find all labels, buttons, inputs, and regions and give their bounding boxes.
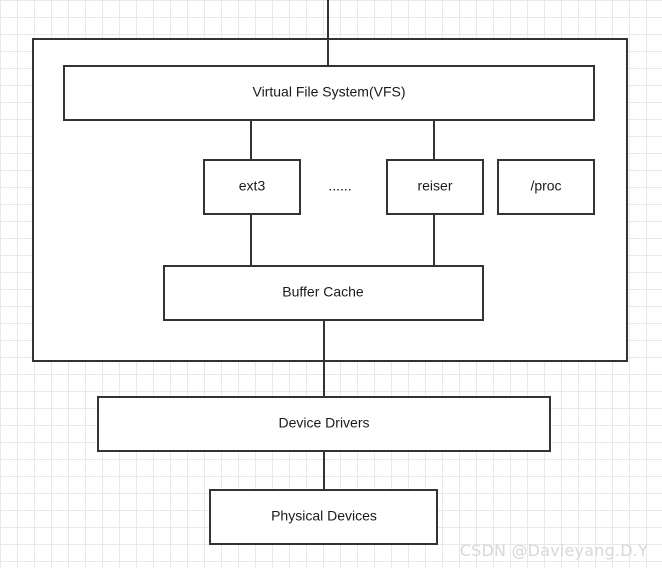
proc-box [497, 159, 595, 215]
reiser-node: reiser [386, 159, 484, 215]
device-drivers-box [97, 396, 551, 452]
vfs-box [63, 65, 595, 121]
proc-node: /proc [497, 159, 595, 215]
ext3-node: ext3 [203, 159, 301, 215]
physical-devices-node: Physical Devices [209, 489, 438, 545]
ext3-label: ext3 [239, 178, 266, 194]
device-drivers-node: Device Drivers [97, 396, 551, 452]
ext3-box [203, 159, 301, 215]
vfs-label: Virtual File System(VFS) [253, 84, 406, 100]
reiser-label: reiser [417, 178, 452, 194]
vfs-node: Virtual File System(VFS) [63, 65, 595, 121]
device-drivers-label: Device Drivers [278, 415, 369, 431]
buffer-cache-box [163, 265, 484, 321]
reiser-box [386, 159, 484, 215]
physical-devices-label: Physical Devices [271, 508, 377, 524]
buffer-cache-node: Buffer Cache [163, 265, 484, 321]
proc-label: /proc [530, 178, 561, 194]
buffer-cache-label: Buffer Cache [282, 284, 364, 300]
physical-devices-box [209, 489, 438, 545]
more-filesystems-ellipsis: ...... [328, 178, 351, 194]
csdn-watermark: CSDN @Davieyang.D.Y [459, 541, 648, 560]
